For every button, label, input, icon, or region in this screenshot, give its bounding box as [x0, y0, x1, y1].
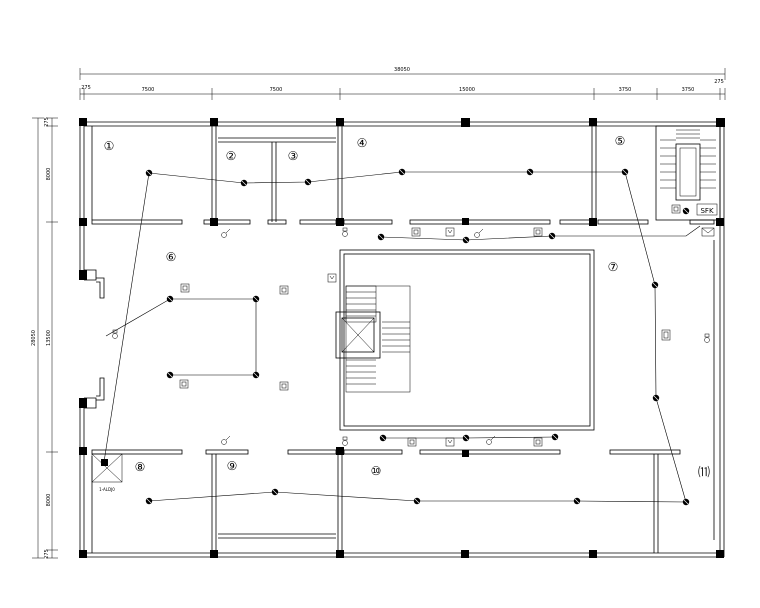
ne-stairwell: [655, 125, 721, 221]
columns: [79, 118, 725, 558]
room-label-2: ②: [226, 149, 237, 163]
socket-icon: [704, 333, 710, 343]
top-dim-6: 3750: [682, 87, 695, 93]
exit-sign-icon: [661, 329, 671, 341]
mail-icon: [701, 227, 715, 237]
top-dim-3: 7500: [270, 87, 283, 93]
light-fixture: [462, 434, 470, 442]
room-label-5: ⑤: [615, 134, 626, 148]
room-label-4: ④: [357, 136, 368, 150]
light-fixture: [651, 281, 659, 289]
socket-icon: [112, 329, 118, 339]
switches: [221, 228, 496, 445]
left-dimensions: 28050 275 8000 13500 8000 275: [31, 117, 58, 559]
room-label-3: ③: [288, 149, 299, 163]
detector-icon: [445, 437, 455, 447]
light-fixture: [145, 169, 153, 177]
total-width-label: 38050: [394, 67, 410, 73]
left-dim-2: 8000: [46, 168, 52, 181]
light-fixture: [304, 178, 312, 186]
exit-sign-icon: [671, 204, 681, 214]
exit-sign-icon: [279, 285, 289, 295]
exit-sign-icon: [411, 227, 421, 237]
light-fixture: [682, 207, 690, 215]
panel-label: SFK: [700, 207, 713, 215]
detector-icon: [445, 227, 455, 237]
room-label-10: ⑩: [371, 464, 382, 478]
top-dim-5: 3750: [619, 87, 632, 93]
room-label-1: ①: [104, 139, 115, 153]
top-dim-1: 275: [81, 85, 91, 91]
central-stair-core: [335, 285, 411, 393]
switch-icon: [486, 435, 496, 445]
room-label-11: ⑾: [698, 465, 710, 479]
switch-icon: [474, 228, 484, 238]
light-fixture: [252, 371, 260, 379]
socket-icon: [342, 227, 348, 237]
light-fixture: [413, 497, 421, 505]
detectors: [327, 227, 455, 447]
detector-icon: [327, 273, 337, 283]
light-fixture: [682, 498, 690, 506]
exit-sign-icon: [279, 381, 289, 391]
room-label-7: ⑦: [608, 260, 619, 274]
light-fixture: [573, 497, 581, 505]
light-fixture: [621, 168, 629, 176]
top-dim-4: 15000: [459, 87, 475, 93]
exit-sign-icon: [407, 437, 417, 447]
light-fixture: [240, 179, 248, 187]
exit-sign-icon: [533, 227, 543, 237]
shaft-box: 1-ALDJ0: [91, 453, 123, 492]
switch-icon: [221, 228, 231, 238]
exit-sign-icon: [180, 283, 190, 293]
light-fixture: [379, 434, 387, 442]
exit-sign-icon: [179, 379, 189, 389]
room-label-8: ⑧: [135, 460, 146, 474]
light-fixture: [166, 295, 174, 303]
exit-signs: [179, 204, 681, 447]
exit-sign-icon: [533, 437, 543, 447]
interior-walls: [91, 126, 715, 553]
light-fixture: [551, 433, 559, 441]
atrium: [339, 249, 595, 431]
left-dim-1: 275: [44, 117, 50, 127]
socket-icon: [342, 436, 348, 446]
light-fixture: [548, 232, 556, 240]
left-dim-4: 8000: [46, 494, 52, 507]
switch-icon: [221, 435, 231, 445]
light-fixture: [398, 168, 406, 176]
top-dim-7: 275: [714, 79, 724, 85]
light-fixture: [377, 233, 385, 241]
left-dim-5: 275: [44, 549, 50, 559]
light-fixture: [166, 371, 174, 379]
light-fixture: [145, 497, 153, 505]
outer-walls: [79, 121, 725, 558]
shaft-note: 1-ALDJ0: [99, 487, 115, 492]
sockets: [112, 227, 710, 446]
light-fixture: [271, 488, 279, 496]
light-fixture: [526, 168, 534, 176]
room-label-9: ⑨: [227, 459, 238, 473]
room-label-6: ⑥: [166, 250, 177, 264]
total-height-label: 28050: [31, 330, 37, 346]
room-labels: ① ② ③ ④ ⑤ ⑥ ⑦ ⑧ ⑨ ⑩ ⑾: [104, 134, 710, 479]
panel: SFK: [696, 203, 718, 216]
left-dim-3: 13500: [46, 330, 52, 346]
light-fixtures: [145, 168, 690, 506]
top-dimensions: 38050 275 7500 7500 15000 3750 3750 275: [79, 67, 726, 100]
light-fixture: [462, 236, 470, 244]
top-dim-2: 7500: [142, 87, 155, 93]
light-fixture: [252, 295, 260, 303]
light-fixture: [652, 394, 660, 402]
